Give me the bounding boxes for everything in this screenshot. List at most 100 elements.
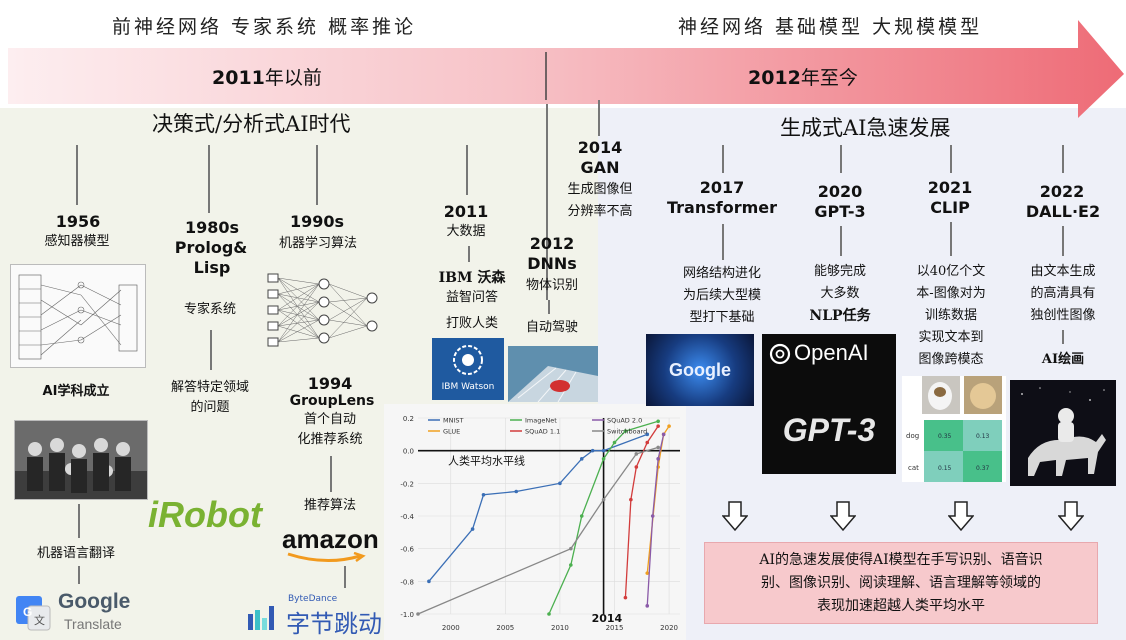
desc-ibm-watson-l1: IBM 沃森 — [438, 270, 506, 286]
period-right-title: 生成式AI急速发展 — [780, 116, 951, 140]
down-arrow-icon — [948, 501, 974, 532]
x-tick-label: 2000 — [442, 624, 460, 632]
irobot-logo: iRobot — [148, 494, 262, 535]
desc-transformer-l2: 为后续大型模 — [682, 288, 761, 303]
grouplens-label: GroupLens — [289, 393, 375, 409]
svg-text:文: 文 — [34, 613, 45, 627]
year-1956: 1956 — [55, 212, 101, 231]
astronaut-horse-image — [1010, 380, 1116, 486]
year-2014: 2014 — [577, 138, 623, 157]
connector-line — [840, 226, 842, 256]
year-2021: 2021 — [927, 178, 973, 197]
desc-autonomous-driving: 自动驾驶 — [525, 320, 578, 335]
y-tick-label: -0.6 — [400, 546, 414, 554]
year-1990s: 1990s — [289, 212, 345, 231]
data-point — [645, 440, 650, 445]
data-point — [656, 424, 660, 428]
connector-line — [76, 145, 78, 205]
self-driving-car-image — [508, 346, 598, 402]
data-point — [650, 514, 655, 518]
clip-similarity-image: dog cat 0.35 0.13 0.15 0.37 — [902, 376, 1006, 482]
data-point — [634, 465, 639, 469]
period-left-title: 决策式/分析式AI时代 — [152, 112, 351, 136]
year-2017: 2017 — [699, 178, 745, 197]
lisp-label: Lisp — [193, 258, 231, 277]
legend-label: GLUE — [443, 428, 460, 436]
clip-label: CLIP — [930, 198, 970, 217]
data-point — [656, 445, 660, 450]
legend-label: MNIST — [443, 417, 464, 425]
summary-line-1: AI的急速发展使得AI模型在手写识别、语音识 — [759, 552, 1043, 568]
google-translate-logo: G 文 Google Translate — [14, 590, 154, 636]
data-point — [547, 612, 551, 616]
google-brain-image: Google — [646, 334, 754, 406]
timeline-arrow — [8, 20, 1124, 118]
connector-line — [840, 145, 842, 173]
desc-gpt3-l1: 能够完成 — [813, 264, 866, 279]
svg-text:0.13: 0.13 — [976, 433, 990, 440]
era-left-label: 2011年以前 — [212, 67, 322, 89]
connector-line — [1062, 330, 1064, 344]
desc-ml-algorithms: 机器学习算法 — [278, 236, 357, 251]
year-2020: 2020 — [817, 182, 863, 201]
connector-line — [78, 504, 80, 538]
desc-transformer-l1: 网络结构进化 — [682, 266, 761, 281]
ai-field-founded: AI学科成立 — [42, 384, 110, 399]
connector-line — [950, 145, 952, 173]
desc-recommender-l2: 化推荐系统 — [297, 432, 363, 447]
y-tick-label: 0.2 — [403, 415, 414, 423]
legend-label: ImageNet — [525, 417, 557, 425]
year-2012: 2012 — [529, 234, 575, 253]
down-arrow-icon — [830, 501, 856, 532]
bytedance-logo: ByteDance 字节跳动 — [246, 594, 386, 638]
data-point — [579, 457, 584, 461]
desc-clip-l2: 本-图像对为 — [916, 286, 986, 301]
desc-dalle2-l3: 独创性图像 — [1030, 308, 1096, 323]
baseline-annotation: 人类平均水平线 — [448, 454, 525, 468]
divider-line — [546, 104, 548, 300]
data-point — [481, 492, 486, 497]
bytedance-icon — [248, 606, 274, 630]
transformer-label: Transformer — [666, 198, 777, 217]
desc-dalle2-l1: 由文本生成 — [1030, 264, 1096, 279]
summary-box: AI的急速发展使得AI模型在手写识别、语音识 别、图像识别、阅读理解、语言理解等… — [704, 542, 1098, 624]
amazon-logo: amazon — [282, 524, 386, 564]
desc-clip-l3: 训练数据 — [924, 308, 977, 323]
phase-right-label: 神经网络 基础模型 大规模模型 — [678, 16, 983, 38]
data-point — [470, 527, 475, 531]
year-1980s: 1980s — [184, 218, 240, 237]
connector-line — [78, 566, 80, 584]
connector-line — [722, 224, 724, 260]
connector-line — [722, 145, 724, 173]
data-point — [645, 432, 650, 437]
connector-line — [330, 456, 332, 492]
connector-line — [466, 145, 468, 195]
connector-line — [950, 222, 952, 256]
data-point — [645, 571, 650, 575]
desc-gpt3-l2: 大多数 — [820, 286, 860, 301]
data-point — [623, 595, 628, 600]
desc-machine-translation: 机器语言翻译 — [36, 546, 115, 561]
legend-label: SQuAD 1.1 — [525, 428, 560, 436]
connector-line — [1062, 226, 1064, 256]
connector-line — [208, 145, 210, 213]
data-point — [416, 612, 420, 616]
connector-line — [598, 100, 600, 136]
x-tick-label: 2020 — [660, 624, 678, 632]
desc-domain-problems-l1: 解答特定领域 — [170, 380, 249, 395]
data-point — [656, 419, 660, 424]
desc-recommender-l1: 首个自动 — [303, 412, 356, 427]
desc-clip-l5: 图像跨模态 — [918, 352, 984, 367]
desc-gan-l2: 分辨率不高 — [567, 204, 633, 219]
watson-globe-icon — [453, 345, 483, 375]
summary-line-3: 表现加速超越人类平均水平 — [817, 598, 985, 614]
neural-network-diagram — [267, 273, 378, 347]
data-point — [579, 514, 584, 518]
desc-ai-painting: AI绘画 — [1041, 352, 1085, 367]
gan-label: GAN — [580, 158, 620, 177]
legend-label: Switchboard — [607, 428, 647, 436]
year-1994: 1994 — [307, 374, 353, 393]
series-line — [646, 434, 665, 606]
connector-line — [468, 246, 470, 262]
desc-dalle2-l2: 的高清具有 — [1030, 286, 1096, 301]
